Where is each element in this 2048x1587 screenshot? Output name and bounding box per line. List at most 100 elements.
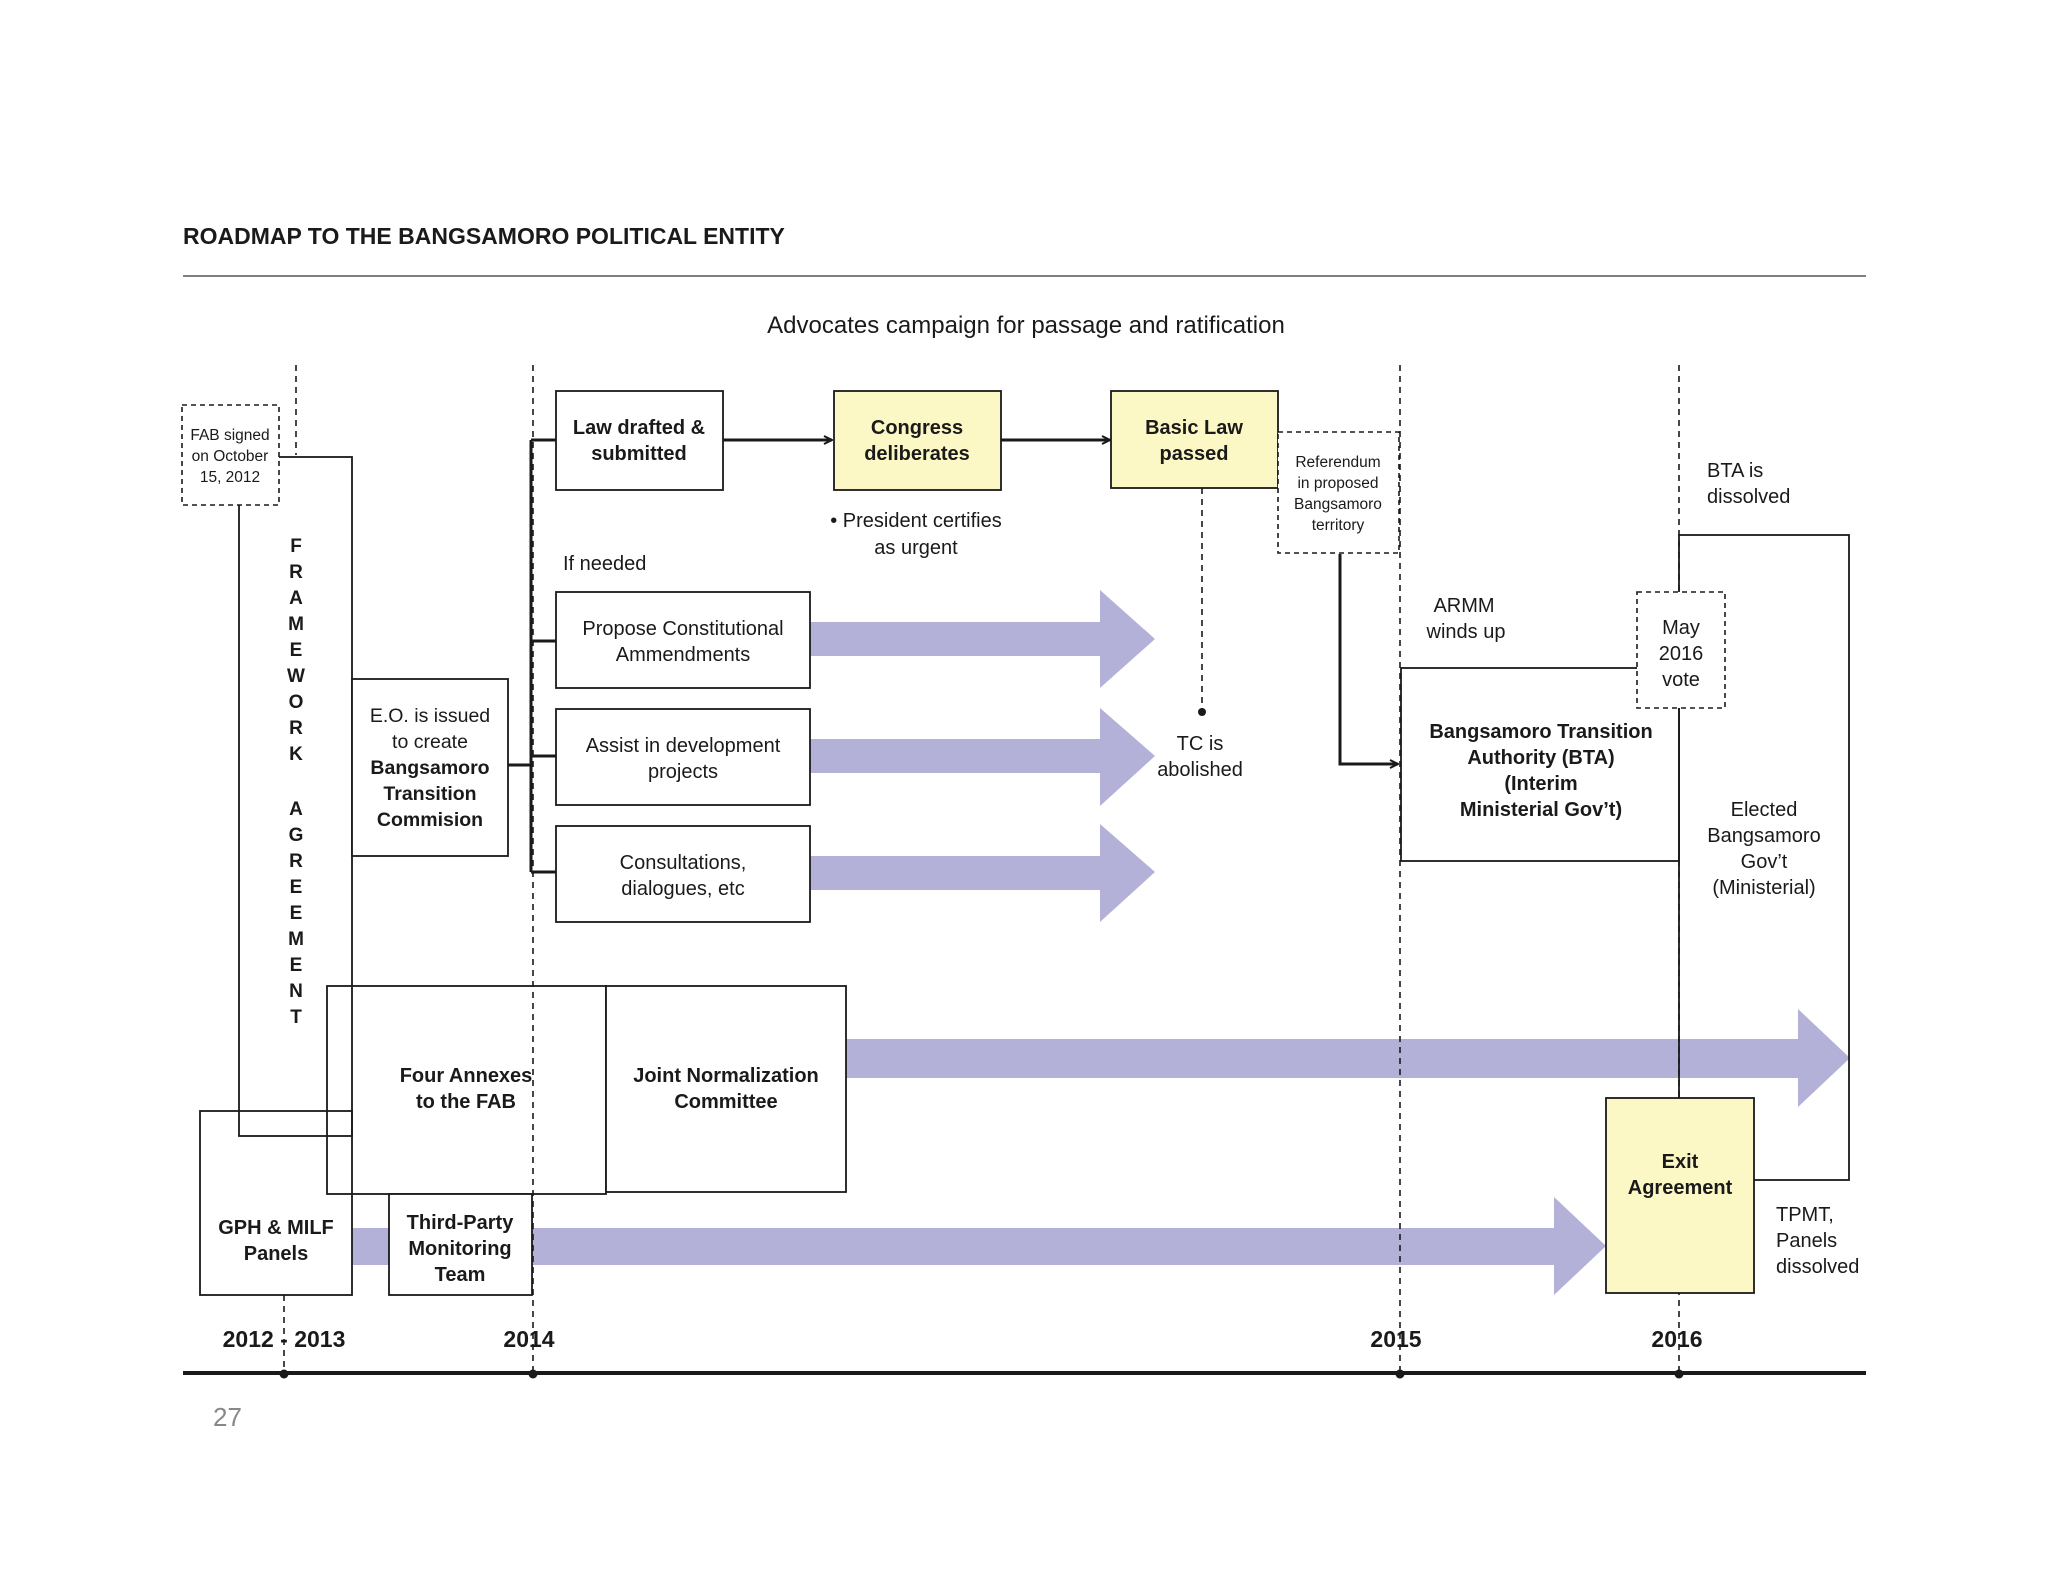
propose-line-1: Propose Constitutional (582, 618, 783, 640)
congress-box (833, 390, 1002, 491)
svg-text:A: A (289, 588, 303, 609)
gph-milf-line-1: GPH & MILF (218, 1217, 334, 1239)
svg-text:M: M (288, 929, 304, 950)
bta-line-2: Authority (BTA) (1467, 747, 1614, 769)
propose-box (555, 591, 811, 689)
basic-law-line-2: passed (1160, 443, 1229, 465)
svg-text:R: R (289, 851, 303, 872)
campaign-label: Advocates campaign for passage and ratif… (767, 312, 1285, 339)
tpmt-line-2: Monitoring (408, 1238, 511, 1260)
referendum-line-4: territory (1312, 517, 1365, 534)
svg-text:E: E (290, 877, 303, 898)
law-drafted-line-1: Law drafted & (573, 417, 705, 439)
elected-gov-box (1678, 534, 1850, 1181)
elected-line-3: Gov’t (1741, 851, 1788, 873)
may-vote-line-1: May (1662, 617, 1700, 639)
tpmt-dissolved-line-2: Panels (1776, 1230, 1837, 1252)
consult-box (555, 825, 811, 923)
basic-law-box (1110, 390, 1279, 489)
tc-abolished-line-1: TC is (1177, 733, 1224, 755)
bta-line-1: Bangsamoro Transition (1429, 721, 1652, 743)
timeline-marker (1674, 1369, 1684, 1379)
may-vote-line-3: vote (1662, 669, 1700, 691)
referendum-box (1277, 431, 1400, 554)
gph-milf-line-2: Panels (244, 1243, 308, 1265)
congress-line-1: Congress (871, 417, 963, 439)
consult-line-1: Consultations, (620, 852, 747, 874)
svg-text:A: A (289, 799, 303, 820)
fab-signed-line-1: FAB signed (190, 427, 269, 444)
armm-line-2: winds up (1426, 621, 1506, 643)
law-drafted-line-2: submitted (591, 443, 687, 465)
eo-line-3: Bangsamoro (370, 757, 489, 779)
elected-line-4: (Ministerial) (1712, 877, 1815, 899)
jnc-box (605, 985, 847, 1193)
congress-line-2: deliberates (864, 443, 970, 465)
bta-line-4: Ministerial Gov’t) (1460, 799, 1622, 821)
tpmt-line-3: Team (435, 1264, 486, 1286)
arrow-assist (810, 708, 1155, 806)
referendum-line-3: Bangsamoro (1294, 496, 1382, 513)
four-annexes-line-2: to the FAB (416, 1091, 516, 1113)
president-note-line-2: as urgent (874, 537, 958, 559)
timeline-marker (1395, 1369, 1405, 1379)
basic-law-line-1: Basic Law (1145, 417, 1243, 439)
assist-box (555, 708, 811, 806)
referendum-line-1: Referendum (1295, 454, 1380, 471)
bracket-connector (508, 438, 556, 874)
eo-line-4: Transition (383, 783, 476, 805)
tc-dot (1198, 708, 1206, 716)
year-label-2016: 2016 (1651, 1326, 1702, 1352)
year-label-2014: 2014 (503, 1326, 554, 1352)
propose-line-2: Ammendments (616, 644, 751, 666)
tpmt-dissolved-line-1: TPMT, (1776, 1204, 1834, 1226)
eo-line-1: E.O. is issued (370, 705, 490, 727)
bta-dissolved-line-2: dissolved (1707, 486, 1790, 508)
armm-line-1: ARMM (1433, 595, 1494, 617)
svg-text:E: E (290, 955, 303, 976)
law-drafted-box (555, 390, 724, 491)
svg-text:G: G (289, 825, 304, 846)
year-label-2015: 2015 (1370, 1326, 1421, 1352)
exit-line-1: Exit (1662, 1151, 1699, 1173)
eo-line-2: to create (392, 731, 468, 753)
flow-arrows (723, 440, 1398, 764)
arrow-jnc (846, 1009, 1850, 1107)
timeline-marker (528, 1369, 538, 1379)
may-vote-line-2: 2016 (1659, 643, 1704, 665)
tpmt-box (388, 1193, 533, 1296)
jnc-line-1: Joint Normalization (633, 1065, 819, 1087)
fab-signed-line-3: 15, 2012 (200, 469, 260, 486)
eo-box (351, 678, 509, 857)
assist-line-2: projects (648, 761, 718, 783)
svg-text:R: R (289, 562, 303, 583)
arrow-propose (810, 590, 1155, 688)
tpmt-line-1: Third-Party (407, 1212, 515, 1234)
svg-text:E: E (290, 903, 303, 924)
arrow-consult (810, 824, 1155, 922)
svg-text:N: N (289, 981, 303, 1002)
may-vote-box (1636, 591, 1726, 709)
elected-line-2: Bangsamoro (1707, 825, 1820, 847)
svg-text:O: O (289, 692, 304, 713)
if-needed-label: If needed (563, 553, 646, 575)
bta-line-3: (Interim (1504, 773, 1577, 795)
arrow-tpmt (352, 1197, 1606, 1295)
svg-text:W: W (287, 666, 305, 687)
framework-agreement-box (238, 456, 353, 1137)
svg-text:R: R (289, 718, 303, 739)
svg-text:T: T (290, 1007, 302, 1028)
year-label-2012-2013: 2012 - 2013 (223, 1326, 346, 1352)
page-number: 27 (213, 1402, 242, 1432)
svg-text:F: F (290, 536, 302, 557)
consult-line-2: dialogues, etc (621, 878, 744, 900)
timeline-marker (279, 1369, 289, 1379)
bta-box (1400, 667, 1680, 862)
eo-line-5: Commision (377, 809, 483, 831)
tc-abolished-line-2: abolished (1157, 759, 1243, 781)
svg-text:E: E (290, 640, 303, 661)
elected-line-1: Elected (1731, 799, 1798, 821)
jnc-line-2: Committee (674, 1091, 777, 1113)
